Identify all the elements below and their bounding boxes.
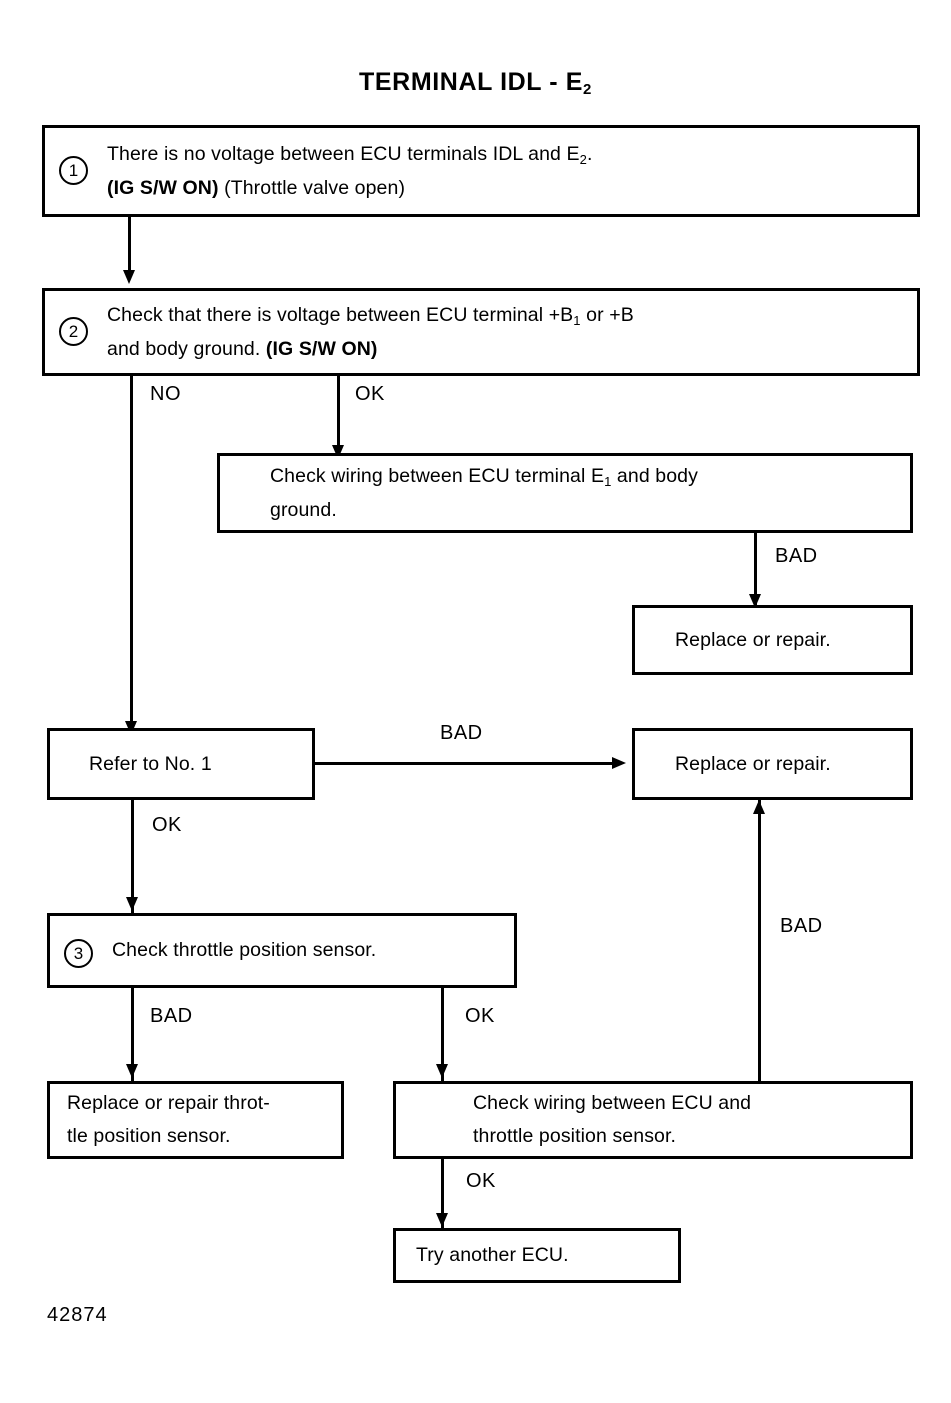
edge-wiring-ok-arrowhead (436, 1213, 448, 1227)
check-e1-line1-sub: 1 (604, 473, 612, 489)
node-step3[interactable]: 3 Check throttle position sensor. (47, 913, 517, 988)
edge-refer-ok (131, 800, 134, 913)
page-title-subscript: 2 (583, 81, 592, 98)
edge-refer-bad-arrowhead (612, 757, 626, 769)
edge-e1-bad-arrowhead (749, 594, 761, 608)
node-step3-text: Check throttle position sensor. (112, 939, 377, 961)
node-check-wiring-tps[interactable]: Check wiring between ECU and throttle po… (393, 1081, 913, 1159)
edge-step3-bad-arrowhead (126, 1064, 138, 1078)
node-refer-no1-text: Refer to No. 1 (89, 752, 212, 775)
edge-label-refer-ok: OK (152, 814, 182, 836)
edge-e1-bad (754, 533, 757, 607)
step2-line1-b: or +B (580, 303, 634, 326)
step1-line1-sub: 2 (579, 151, 587, 167)
step1-line2-bold: (IG S/W ON) (107, 176, 219, 199)
check-e1-line1-b: and body (611, 464, 698, 487)
node-replace-repair-1-text: Replace or repair. (675, 628, 831, 651)
edge-label-step2-ok: OK (355, 383, 385, 405)
step2-line2-plain: and body ground. (107, 337, 266, 360)
edge-label-e1-bad: BAD (775, 545, 818, 567)
node-refer-no1[interactable]: Refer to No. 1 (47, 728, 315, 800)
page-title: TERMINAL IDL - E2 (0, 68, 951, 98)
edge-label-step2-no: NO (150, 383, 181, 405)
node-check-e1-ground[interactable]: Check wiring between ECU terminal E1 and… (217, 453, 913, 533)
edge-step2-ok (337, 376, 340, 456)
node-step1-text: There is no voltage between ECU terminal… (45, 138, 593, 205)
check-e1-line2: ground. (270, 498, 337, 521)
step2-line2-bold: (IG S/W ON) (265, 337, 378, 360)
node-replace-repair-2[interactable]: Replace or repair. (632, 728, 913, 800)
edge-step3-bad (131, 988, 134, 1083)
step2-line1-sub: 1 (573, 312, 581, 328)
edge-step2-no (130, 376, 133, 726)
step1-number-badge: 1 (59, 156, 88, 185)
node-check-wiring-tps-text: Check wiring between ECU and throttle po… (396, 1087, 751, 1153)
edge-step1-step2 (128, 217, 131, 275)
replace-tps-line2: tle position sensor. (67, 1125, 231, 1147)
node-replace-tps-text: Replace or repair throt- tle position se… (50, 1087, 270, 1153)
node-replace-repair-1[interactable]: Replace or repair. (632, 605, 913, 675)
step1-line1-a: There is no voltage between ECU terminal… (107, 142, 580, 165)
edge-label-wiring-ok: OK (466, 1170, 496, 1192)
figure-number: 42874 (47, 1304, 108, 1326)
replace-tps-line1: Replace or repair throt- (67, 1092, 270, 1114)
edge-label-wiring-bad: BAD (780, 915, 823, 937)
edge-label-step3-ok: OK (465, 1005, 495, 1027)
edge-label-step3-bad: BAD (150, 1005, 193, 1027)
edge-step3-ok-arrowhead (436, 1064, 448, 1078)
edge-wiring-ok (441, 1159, 444, 1231)
node-step2[interactable]: 2 Check that there is voltage between EC… (42, 288, 920, 376)
node-try-another-ecu[interactable]: Try another ECU. (393, 1228, 681, 1283)
edge-step3-ok (441, 988, 444, 1083)
node-replace-repair-2-text: Replace or repair. (675, 752, 831, 775)
edge-step1-step2-arrowhead (123, 270, 135, 284)
node-replace-tps[interactable]: Replace or repair throt- tle position se… (47, 1081, 344, 1159)
node-check-e1-ground-text: Check wiring between ECU terminal E1 and… (220, 460, 698, 527)
step1-line2-plain: (Throttle valve open) (218, 176, 406, 199)
node-step1[interactable]: 1 There is no voltage between ECU termin… (42, 125, 920, 217)
edge-wiring-bad-arrowhead (753, 800, 765, 814)
edge-label-refer-bad: BAD (440, 722, 483, 744)
step2-line1-a: Check that there is voltage between ECU … (107, 303, 574, 326)
check-wiring-tps-line1: Check wiring between ECU and (473, 1092, 752, 1114)
page-title-text: TERMINAL IDL - E (359, 68, 583, 96)
step1-line1-b: . (586, 142, 593, 165)
check-wiring-tps-line2: throttle position sensor. (473, 1125, 677, 1147)
check-e1-line1-a: Check wiring between ECU terminal E (270, 464, 605, 487)
node-try-another-ecu-text: Try another ECU. (416, 1244, 569, 1266)
edge-wiring-bad (758, 800, 761, 1084)
step2-number-badge: 2 (59, 317, 88, 346)
step3-number-badge: 3 (64, 939, 93, 968)
edge-refer-bad (315, 762, 621, 765)
edge-refer-ok-arrowhead (126, 897, 138, 911)
node-step2-text: Check that there is voltage between ECU … (45, 299, 634, 366)
